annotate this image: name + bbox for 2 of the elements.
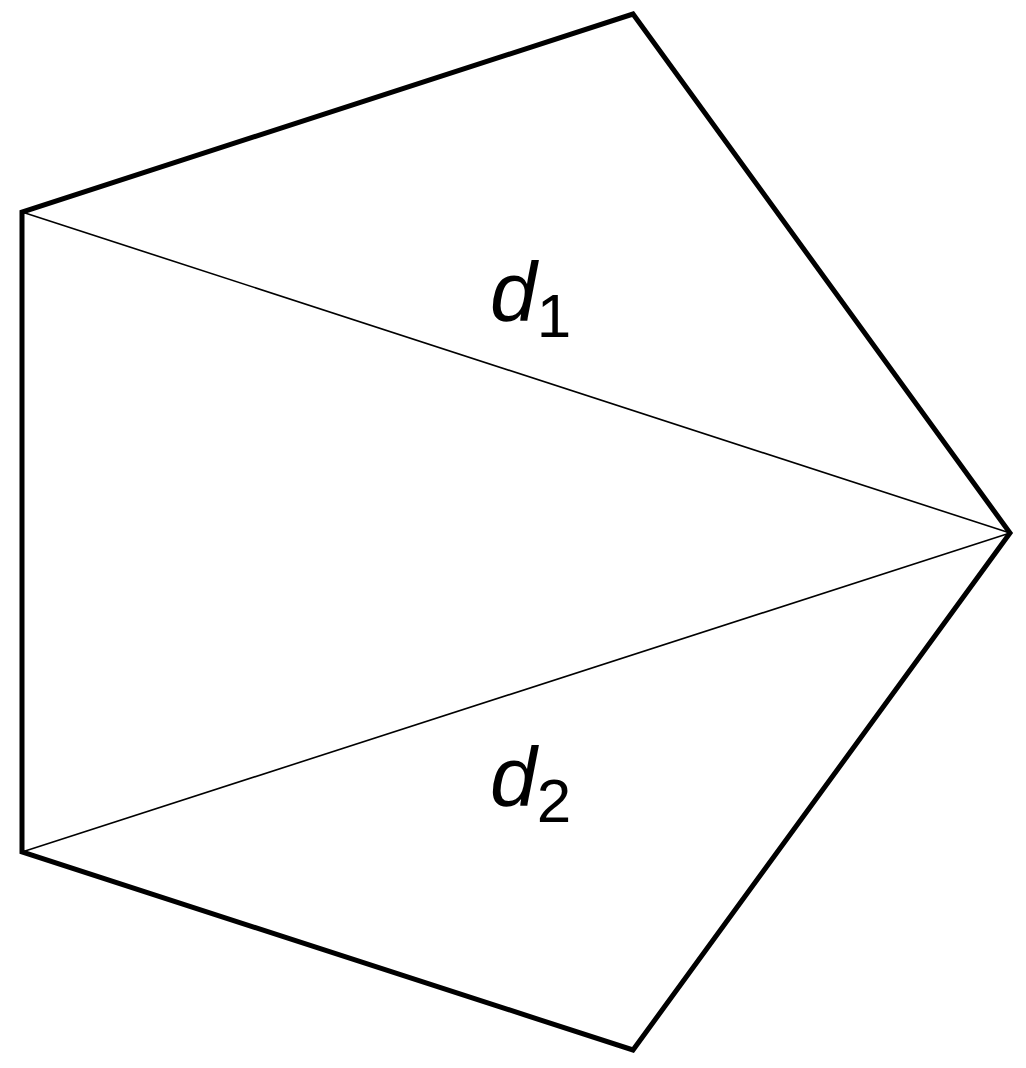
diagonal-label: d$_{2}$ [490,735,572,832]
diagonal-label: d$_{1}$ [490,250,572,347]
